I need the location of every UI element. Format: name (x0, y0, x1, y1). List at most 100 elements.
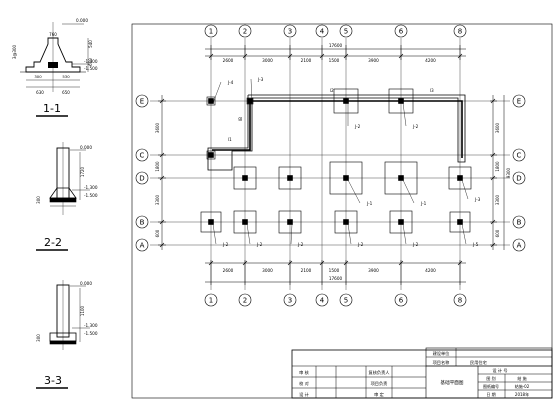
dim-slash (319, 53, 325, 59)
dim-slash (242, 260, 248, 266)
axis-bottom-6-circle (394, 293, 408, 307)
dim-slash (319, 260, 325, 266)
footing-5D-pad (329, 161, 363, 195)
beam-label-l3: l3 (430, 88, 434, 93)
axis-bottom-8-circle (453, 293, 467, 307)
axis-bottom-2-circle (238, 293, 252, 307)
footing-6D-label: J-1 (420, 201, 427, 206)
beam-label-lb: lB (238, 117, 243, 121)
axis-bottom-6: 6 (399, 297, 404, 305)
tb-right-a-1: 图纸编号 (483, 383, 499, 389)
footing-1E-label: J-4 (227, 80, 234, 85)
axis-left-E-circle (135, 94, 149, 108)
elev-top: 0.000 (80, 145, 92, 150)
footing-5B-label: J-2 (357, 242, 364, 247)
tb-right-hdr: 设 计 号 (492, 367, 507, 374)
axis-right-D: D (516, 175, 521, 183)
dim-bottom-4: 3900 (368, 268, 379, 273)
footing-2E-leader (250, 78, 253, 104)
footing-2E-pad (246, 97, 254, 105)
footing-8B-pad (449, 211, 471, 233)
strip-beam-left (212, 101, 251, 151)
footing-5B-pad (334, 210, 358, 234)
elev-e2: -1.500 (84, 193, 98, 198)
axis-bottom-5: 5 (344, 297, 348, 305)
footing-6D-leader (402, 179, 415, 204)
axis-bottom-3: 3 (288, 297, 292, 305)
footing-5E-label: J-2 (354, 124, 361, 129)
footing-6E-column (398, 98, 404, 104)
tb-r2c1: 项目名称 (433, 359, 450, 366)
elev-e1: -1.300 (84, 185, 98, 190)
tb-r2c2: 民用住宅 (470, 359, 487, 366)
dim-top-0: 2600 (223, 58, 234, 63)
axis-left-A-circle (135, 238, 149, 252)
dim-top-w: 760 (49, 32, 57, 37)
axis-bottom-3-circle (283, 293, 297, 307)
footing-8D-column (457, 175, 463, 181)
axis-left-C: C (140, 152, 145, 160)
footing-2B-label: J-2 (256, 242, 263, 247)
footing-3B-label: J-2 (297, 242, 304, 247)
footing-6B-pad (389, 210, 413, 234)
tb-left-b-0: 复核负责人 (369, 369, 391, 376)
footing-2E-label: J-3 (257, 77, 264, 82)
dim-bottom-total: 17600 (329, 276, 343, 281)
dim-right-3: 600 (495, 229, 500, 237)
axis-top-8-circle (453, 24, 467, 38)
footing-8D-pad (448, 166, 472, 190)
footing-5D-leader (347, 179, 361, 204)
axis-top-8: 8 (458, 28, 462, 36)
dim-top-2: 2100 (301, 58, 312, 63)
axis-left-B-circle (135, 215, 149, 229)
elev-e1: -1.300 (84, 59, 98, 64)
section-2-title: 2-2 (44, 236, 62, 249)
axis-left-D-circle (135, 171, 149, 185)
footing-1C-pad (206, 150, 216, 160)
dim-slash (159, 219, 165, 225)
tb-r1c1: 建设单位 (433, 350, 450, 357)
dim-bottom-1: 3000 (262, 268, 273, 273)
tb-drawing-title: 基础平面图 (441, 379, 464, 386)
footing-2B-column (242, 219, 248, 225)
axis-bottom-4: 4 (320, 297, 325, 305)
tb-left-b-2: 审 定 (374, 391, 384, 398)
footing-8B-column (457, 219, 463, 225)
dim-slash (159, 98, 165, 104)
dim-slash (343, 53, 349, 59)
elev-top: 0.000 (76, 18, 88, 23)
dim-slash (490, 242, 496, 248)
elev-e1: -1.300 (84, 323, 98, 328)
dim-left-1: 1800 (155, 161, 160, 172)
dim-left-0: 3600 (155, 122, 160, 133)
strip-footing-outline (207, 94, 466, 171)
dim-bottom-2: 2100 (301, 268, 312, 273)
dim-slash (159, 152, 165, 158)
axis-top-1-circle (204, 24, 218, 38)
axis-right-C: C (517, 152, 522, 160)
axis-top-2-circle (238, 24, 252, 38)
dim-slash (208, 260, 214, 266)
dim-slash (457, 53, 463, 59)
tb-right-a-2: 日 期 (486, 391, 495, 397)
tb-right-b-0: 结 施 (517, 375, 526, 381)
dim-bottom-3: 1500 (329, 268, 340, 273)
footing-3D-column (287, 175, 293, 181)
axis-bottom-1: 1 (209, 297, 213, 305)
footing-6E-pad (388, 88, 414, 114)
dim-660: 660 (88, 58, 93, 66)
footing-6D-pad (384, 161, 418, 195)
dim-w: 300 (36, 196, 41, 204)
axis-bottom-4-circle (315, 293, 329, 307)
footing-1E-pad (206, 96, 216, 106)
dim-vl: 3@300 (12, 44, 17, 59)
dim-slash (343, 260, 349, 266)
footing-6B-column (398, 219, 404, 225)
footing-6B-leader (402, 223, 407, 245)
tb-left-b-1: 项目负责 (371, 380, 388, 387)
dim-slash (457, 260, 463, 266)
footing-6E-leader (402, 102, 407, 127)
